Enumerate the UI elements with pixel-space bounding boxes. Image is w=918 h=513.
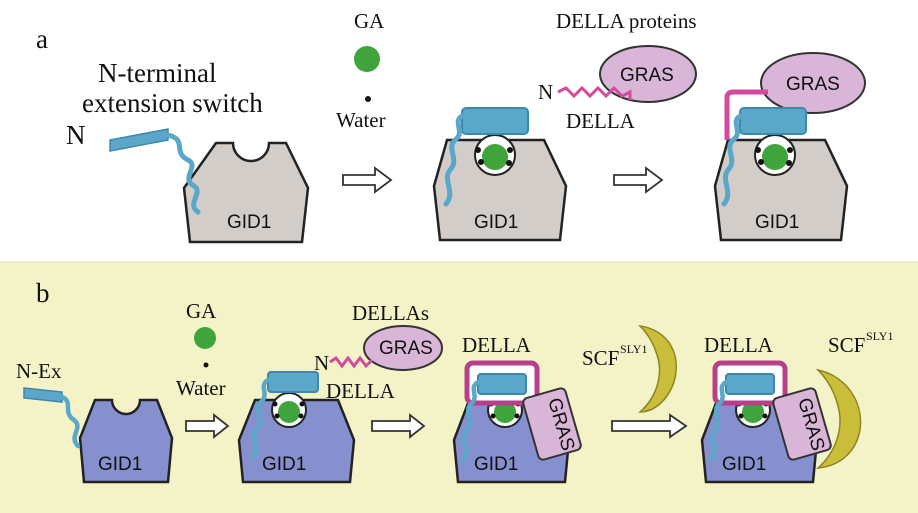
arrow-b2 [371,413,426,439]
della-label: DELLA [566,109,636,133]
scf-sly1-label-b4: SCF SLY1 [828,329,893,357]
gid1-label: GID1 [262,454,306,475]
della-label-b: DELLA [326,379,396,403]
ga-label-b: GA [186,299,217,323]
gid1-label: GID1 [474,212,518,233]
gid1-della-complex-b: GRAS GID1 [452,360,582,484]
scf-sly1-label: SCF SLY1 [582,342,647,370]
ga-molecule [354,46,380,72]
gid1-ga-bound-b: GID1 [237,371,356,484]
ga-molecule-b [194,327,216,349]
della-proteins-label: DELLA proteins [556,9,697,33]
della-label-b4: DELLA [704,333,774,357]
sly1-superscript: SLY1 [620,342,647,356]
scf-label: SCF [582,346,619,370]
n-terminal-extension [109,128,201,215]
arrow-1 [342,166,393,194]
della-n-label: N [538,80,553,104]
gid1-della-scf-complex: GRAS GID1 [700,360,862,484]
gid1-label: GID1 [722,454,766,475]
switch-label-line2: extension switch [82,88,263,118]
arrow-b3 [611,413,688,439]
scf-sly1-complex [637,324,677,413]
gid1-ga-bound: GID1 [432,107,568,242]
n-ex-extension [23,387,81,449]
gras-label: GRAS [620,65,674,86]
water-label: Water [336,108,386,132]
gid1-label: GID1 [98,454,142,475]
panel-a-letter: a [36,24,48,54]
della-n-label-b: N [314,351,329,375]
dellas-label: DELLAs [352,301,429,325]
gras-label: GRAS [379,338,433,359]
gid1-label: GID1 [227,212,271,233]
n-ex-label: N-Ex [16,359,62,383]
n-terminal-label: N [66,120,86,150]
arrow-b1 [185,413,230,439]
switch-label-line1: N-terminal [98,58,216,88]
gid1-label: GID1 [474,454,518,475]
water-molecule [365,96,371,102]
gid1-apo-b: GID1 [78,398,174,484]
gid1-della-complex: GRAS GID1 [713,52,866,242]
sly1-superscript: SLY1 [866,329,893,343]
water-label-b: Water [176,376,226,400]
della-protein-free: GRAS N DELLA [538,45,697,133]
arrow-2 [613,166,664,194]
della-protein-free-b: GRAS N DELLA [314,325,443,403]
della-label-b3: DELLA [462,333,532,357]
water-molecule-b [203,362,209,368]
scf-label: SCF [828,333,865,357]
gras-label: GRAS [786,74,840,95]
ga-label: GA [354,9,385,33]
gid1-apo: GID1 [182,141,310,244]
panel-b-letter: b [36,278,50,308]
gid1-label: GID1 [755,212,799,233]
